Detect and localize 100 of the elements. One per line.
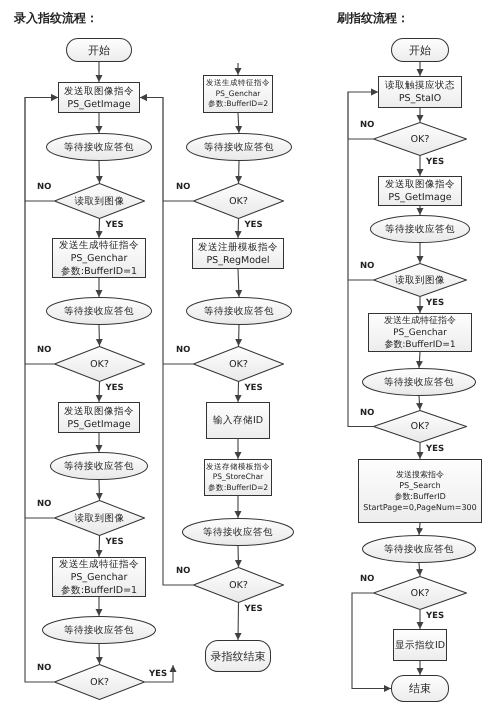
step-text: OK? <box>410 586 430 600</box>
arrow <box>416 297 424 313</box>
parameter-text: StartPage=0,PageNum=300 <box>363 502 477 513</box>
arrow <box>347 88 378 428</box>
decision-diamond <box>373 122 467 156</box>
terminal-box: 结束 <box>391 675 449 702</box>
terminal-box: 开始 <box>66 38 132 62</box>
edge-label: YES <box>104 220 125 230</box>
arrow <box>416 610 424 629</box>
arrow <box>416 62 424 76</box>
step-text: 等待接收应答包 <box>385 222 455 236</box>
step-text: 读取到图像 <box>395 274 445 286</box>
wait-ellipse <box>42 616 156 644</box>
process-box <box>203 75 273 113</box>
decision-diamond <box>193 346 284 382</box>
edge-label: YES <box>104 383 125 393</box>
step-text: 发送取图像指令 <box>64 84 134 98</box>
step-text: 等待接收应答包 <box>384 376 454 388</box>
heading: 录入指纹流程： <box>14 10 98 27</box>
arrow <box>235 160 242 184</box>
process-box <box>52 557 146 597</box>
arrow <box>96 382 103 402</box>
process-box <box>368 313 472 352</box>
wait-ellipse <box>46 297 152 325</box>
arrow <box>416 243 424 263</box>
function-name: PS_Genchar <box>393 326 447 338</box>
step-text: 等待接收应答包 <box>64 140 134 154</box>
decision-diamond <box>54 664 145 700</box>
wait-ellipse <box>182 518 294 546</box>
arrow <box>145 665 176 683</box>
function-name: PS_Genchar <box>70 570 128 584</box>
arrow <box>234 382 242 402</box>
step-text: 发送搜索指令 <box>396 469 444 480</box>
step-text: OK? <box>229 358 248 370</box>
arrow <box>96 644 103 664</box>
step-text: 读取到图像 <box>74 512 124 524</box>
arrow <box>234 496 242 518</box>
edge-label: YES <box>425 444 446 454</box>
function-name: PS_Search <box>399 480 441 491</box>
wait-ellipse <box>50 452 148 480</box>
process-box <box>358 459 482 523</box>
wait-ellipse <box>186 133 292 161</box>
step-text: OK? <box>410 420 430 433</box>
arrow <box>96 62 102 82</box>
arrow <box>416 156 424 176</box>
step-text: 读取触摸应状态 <box>385 79 455 92</box>
edge-label: NO <box>36 499 52 509</box>
parameter-text: 参数:BufferID=1 <box>60 264 138 278</box>
arrow <box>140 94 193 586</box>
edge-label: NO <box>175 345 192 355</box>
terminal-box: 录指纹结束 <box>205 640 271 672</box>
step-text: 发送取图像指令 <box>385 178 455 191</box>
decision-diamond <box>373 263 467 297</box>
edge-label: YES <box>244 604 264 614</box>
edge-label: NO <box>359 574 376 584</box>
process-box <box>192 238 284 269</box>
decision-diamond <box>373 576 467 610</box>
step-text: OK? <box>410 132 430 146</box>
process-box <box>52 238 146 278</box>
arrow <box>351 592 391 692</box>
parameter-text: 参数:BufferID=1 <box>60 584 138 596</box>
edge-label: NO <box>36 663 52 673</box>
arrow <box>96 324 103 346</box>
step-text: 发送生成特征指令 <box>59 238 139 252</box>
step-text: 发送生成特征指令 <box>384 314 456 326</box>
arrow <box>96 536 103 558</box>
edge-label: YES <box>425 611 446 621</box>
arrow <box>234 439 242 459</box>
process-box <box>204 459 272 496</box>
step-text: 等待接收应答包 <box>64 624 134 636</box>
step-text: 等待接收应答包 <box>204 304 274 318</box>
arrow <box>96 597 102 616</box>
process-box: 输入存储ID <box>206 402 270 439</box>
arrow <box>96 278 102 297</box>
step-text: 等待接收应答包 <box>203 526 273 538</box>
arrow <box>416 108 424 122</box>
process-box <box>378 176 462 206</box>
arrow <box>96 218 103 238</box>
arrow <box>416 661 424 675</box>
step-text: 发送生成特征指令 <box>59 558 139 570</box>
process-box <box>58 82 140 113</box>
process-box <box>58 402 140 433</box>
step-text: 读取到图像 <box>74 194 124 208</box>
arrow <box>234 218 242 238</box>
arrow <box>235 268 242 298</box>
arrow <box>234 603 242 640</box>
function-name: PS_GetImage <box>67 418 131 430</box>
arrow <box>416 562 423 576</box>
decision-diamond <box>193 567 284 603</box>
arrow <box>96 113 102 133</box>
function-name: PS_Genchar <box>70 252 128 264</box>
edge-label: YES <box>148 669 168 679</box>
step-text: 等待接收应答包 <box>204 140 274 154</box>
edge-label: NO <box>36 345 52 355</box>
arrow <box>24 94 58 683</box>
wait-ellipse <box>46 133 152 161</box>
arrow <box>235 112 242 134</box>
heading: 刷指纹流程： <box>337 10 409 27</box>
wait-ellipse <box>186 297 292 325</box>
decision-diamond <box>193 183 284 219</box>
